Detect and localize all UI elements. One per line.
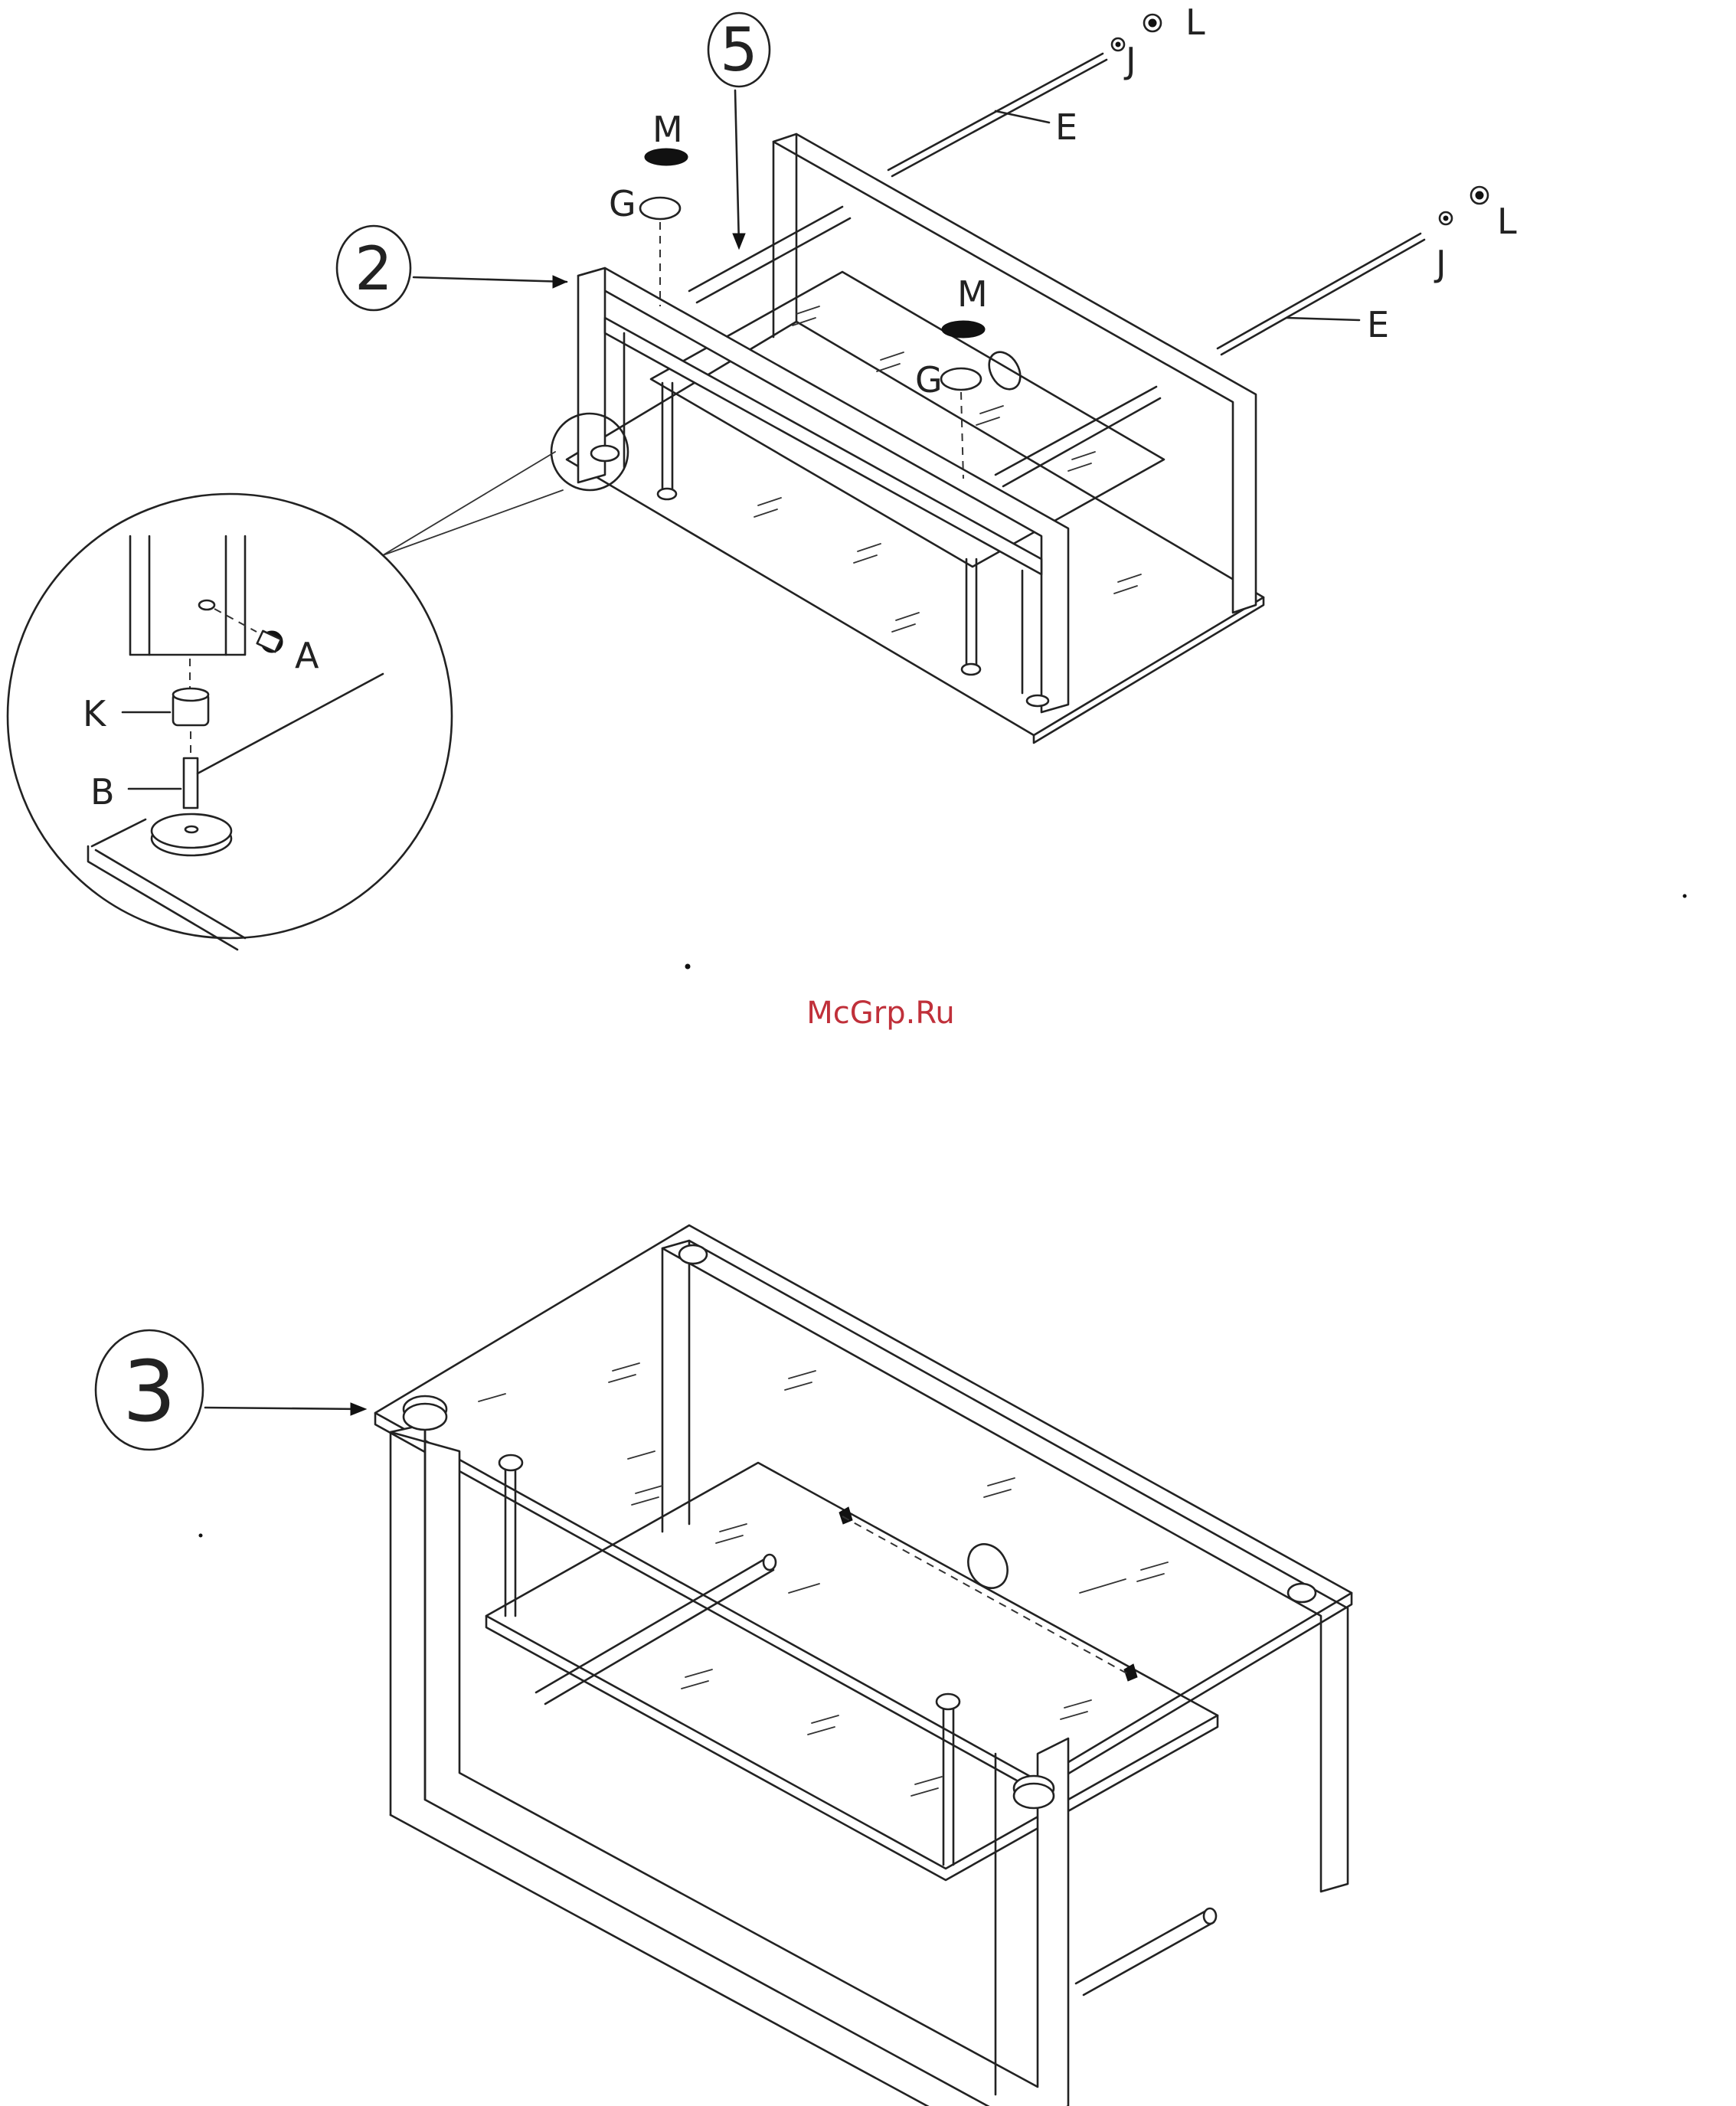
label-g-upper: G — [609, 183, 636, 224]
label-j-upper: J — [1123, 40, 1136, 81]
step-2-callout: 2 — [337, 226, 567, 310]
step-2-number: 2 — [355, 235, 393, 304]
upside-down-table-assembly — [551, 134, 1264, 743]
step-5-number: 5 — [720, 16, 758, 85]
label-e-upper: E — [1055, 106, 1077, 148]
end-panel-front — [578, 268, 1068, 712]
label-g-lower: G — [915, 359, 943, 401]
glass-lower-shelf — [486, 1463, 1218, 1869]
label-a: A — [295, 635, 319, 676]
step-3-callout: 3 — [96, 1330, 366, 1450]
label-l-upper: L — [1185, 2, 1205, 43]
label-e-lower: E — [1367, 304, 1389, 345]
label-b: B — [90, 771, 115, 813]
step-3-number: 3 — [123, 1342, 176, 1441]
step-5-callout: 5 — [708, 13, 770, 249]
end-frame-front-lower — [391, 1424, 1068, 2106]
label-m-lower: M — [957, 273, 988, 315]
label-l-lower: L — [1497, 201, 1517, 242]
label-k: K — [83, 693, 107, 734]
leg-detail-magnifier: A K B — [8, 452, 563, 950]
label-j-lower: J — [1434, 243, 1447, 284]
glass-top-panel — [375, 1225, 1352, 1781]
label-m-upper: M — [652, 109, 683, 150]
rod-assembly-upper: E J L — [888, 2, 1205, 176]
rod-assembly-lower: E J L — [1218, 187, 1517, 355]
upright-table-assembly — [375, 1225, 1352, 2106]
watermark: McGrp.Ru — [766, 996, 996, 1031]
